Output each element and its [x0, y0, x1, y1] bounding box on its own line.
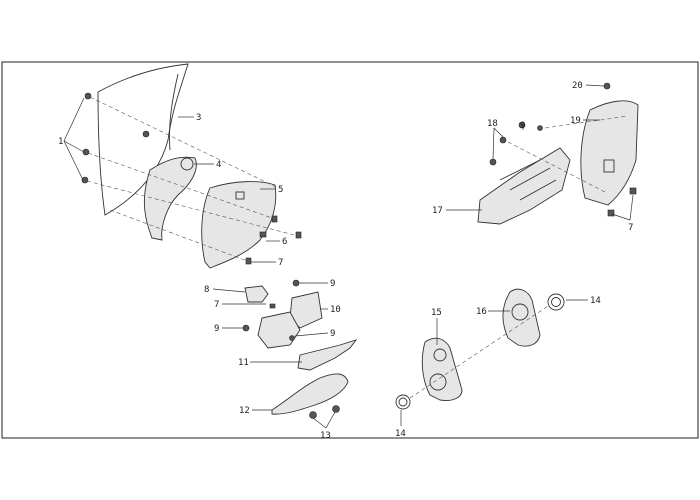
callout-labels: 1 3 4 5 6 7 8 9 7 10 9 9 11 12 13 14 15 … — [58, 81, 633, 441]
callout-8: 8 — [204, 285, 209, 295]
clip-part-8 — [244, 285, 269, 303]
callout-14a: 14 — [395, 429, 406, 439]
lower-bracket-assembly — [242, 279, 358, 419]
callout-9b: 9 — [214, 324, 219, 334]
callout-5: 5 — [278, 185, 283, 195]
callout-7a: 7 — [278, 258, 283, 268]
windscreen-part — [97, 63, 189, 216]
inner-panel-part — [201, 181, 277, 269]
callout-19: 19 — [570, 116, 581, 126]
callout-15: 15 — [431, 308, 442, 318]
callout-13: 13 — [320, 431, 331, 441]
cover-plate-assembly — [395, 288, 565, 410]
bracket-part — [143, 156, 197, 241]
lower-duct-part-17 — [477, 147, 571, 225]
ring-part-14a — [547, 293, 565, 311]
callout-7c: 7 — [628, 223, 633, 233]
leader-lines — [63, 84, 634, 429]
callout-3: 3 — [196, 113, 201, 123]
rail-part-11 — [297, 339, 358, 371]
callout-4: 4 — [216, 160, 221, 170]
side-panel-assembly — [477, 82, 639, 225]
side-panel-part-19 — [580, 100, 639, 206]
callout-14b: 14 — [590, 296, 601, 306]
callout-9d: 9 — [520, 121, 525, 131]
callout-11: 11 — [238, 358, 249, 368]
callout-16: 16 — [476, 307, 487, 317]
windshield-assembly — [81, 63, 302, 269]
callout-12: 12 — [239, 406, 250, 416]
callout-7b: 7 — [214, 300, 219, 310]
callout-6: 6 — [282, 237, 287, 247]
frame-part-12 — [271, 373, 349, 415]
callout-9c: 9 — [330, 329, 335, 339]
callout-9a: 9 — [330, 279, 335, 289]
diagram-frame — [1, 61, 699, 439]
cover-plate-15 — [421, 337, 463, 401]
callout-10: 10 — [330, 305, 341, 315]
gasket-plate-16 — [502, 288, 541, 347]
callout-20: 20 — [572, 81, 583, 91]
callout-17: 17 — [432, 206, 443, 216]
callout-18: 18 — [487, 119, 498, 129]
callout-1: 1 — [58, 137, 63, 147]
ring-part-14b — [395, 394, 411, 410]
